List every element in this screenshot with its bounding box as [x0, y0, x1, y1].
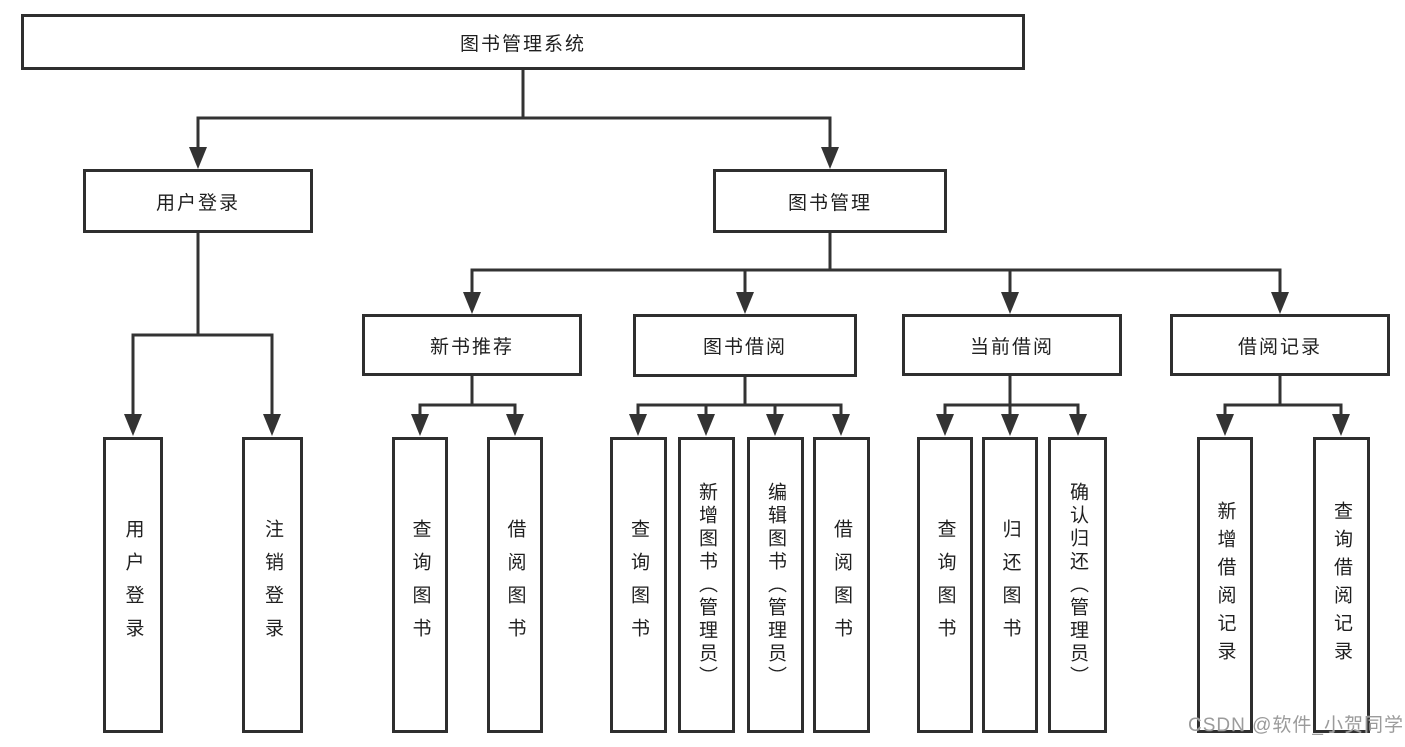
leaf-logout: 注销登录: [242, 437, 303, 733]
leaf-label: 借阅图书: [831, 519, 852, 651]
leaf-label: 确认归还（管理员）: [1067, 481, 1088, 689]
leaf-add-book-admin: 新增图书（管理员）: [678, 437, 735, 733]
leaf-label: 新增借阅记录: [1214, 501, 1236, 669]
leaf-label: 归还图书: [999, 519, 1021, 651]
leaf-edit-book-admin: 编辑图书（管理员）: [747, 437, 804, 733]
leaf-label: 新增图书（管理员）: [696, 481, 717, 689]
leaf-confirm-return-admin: 确认归还（管理员）: [1048, 437, 1107, 733]
leaf-label: 注销登录: [262, 519, 283, 651]
leaf-label: 编辑图书（管理员）: [765, 481, 786, 689]
node-book-borrowing: 图书借阅: [633, 314, 857, 377]
leaf-borrow-books: 借阅图书: [487, 437, 543, 733]
leaf-label: 用户登录: [122, 519, 144, 651]
leaf-label: 借阅图书: [504, 519, 526, 651]
leaf-label: 查询图书: [409, 519, 431, 651]
leaf-query-books: 查询图书: [392, 437, 448, 733]
csdn-watermark: CSDN @软件_小贺同学: [1188, 715, 1404, 736]
leaf-borrow-books-2: 借阅图书: [813, 437, 870, 733]
node-library-management-system: 图书管理系统: [21, 14, 1025, 70]
leaf-return-books: 归还图书: [982, 437, 1038, 733]
node-book-management: 图书管理: [713, 169, 947, 233]
node-new-book-recommendation: 新书推荐: [362, 314, 582, 376]
leaf-label: 查询借阅记录: [1331, 501, 1352, 669]
node-current-borrowing: 当前借阅: [902, 314, 1122, 376]
leaf-query-books-3: 查询图书: [917, 437, 973, 733]
leaf-add-borrow-record: 新增借阅记录: [1197, 437, 1253, 733]
leaf-user-login: 用户登录: [103, 437, 163, 733]
leaf-label: 查询图书: [628, 519, 649, 651]
leaf-query-books-2: 查询图书: [610, 437, 667, 733]
leaf-query-borrow-record: 查询借阅记录: [1313, 437, 1370, 733]
node-borrowing-records: 借阅记录: [1170, 314, 1390, 376]
leaf-label: 查询图书: [934, 519, 956, 651]
node-user-login: 用户登录: [83, 169, 313, 233]
